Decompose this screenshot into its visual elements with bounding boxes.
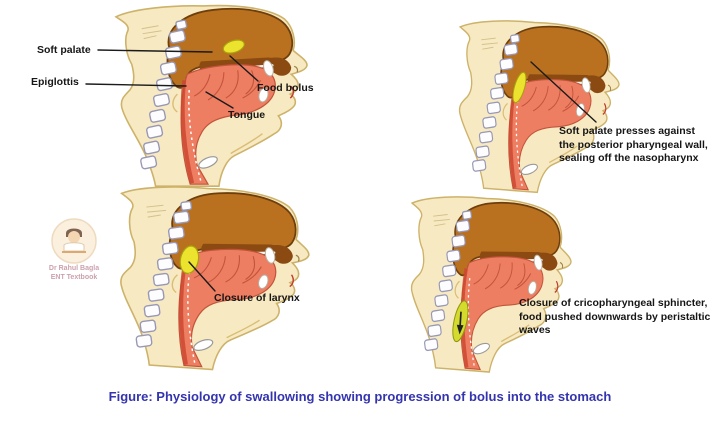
panel-stage3 bbox=[107, 180, 315, 378]
label-stage3-note: Closure of larynx bbox=[214, 292, 300, 304]
logo-face bbox=[68, 231, 80, 243]
panel-stage1 bbox=[113, 3, 310, 189]
label-stage2-note: Soft palate presses against the posterio… bbox=[559, 125, 708, 164]
peristalsis-arrow bbox=[459, 311, 462, 327]
panel-stage4 bbox=[400, 190, 577, 380]
food-bolus-leader bbox=[229, 55, 259, 82]
label-stage4-note: Closure of cricopharyngeal sphincter, fo… bbox=[519, 297, 711, 336]
peristalsis-arrowhead bbox=[456, 324, 464, 335]
epiglottis-leader bbox=[85, 83, 187, 87]
watermark-logo: Dr Rahul Bagla ENT Textbook bbox=[46, 218, 102, 282]
label-tongue: Tongue bbox=[228, 109, 266, 121]
panel-stage2 bbox=[448, 14, 625, 200]
logo-book bbox=[63, 242, 85, 252]
stage3-leader bbox=[188, 261, 216, 292]
food-bolus-stage1 bbox=[222, 39, 245, 54]
label-soft-palate: Soft palate bbox=[37, 44, 91, 56]
figure-caption: Figure: Physiology of swallowing showing… bbox=[108, 389, 612, 404]
watermark-logo-icon bbox=[51, 218, 97, 264]
watermark-line2: ENT Textbook bbox=[50, 274, 98, 281]
food-bolus-stage2 bbox=[512, 71, 527, 104]
label-epiglottis: Epiglottis bbox=[31, 76, 79, 88]
label-food-bolus: Food bolus bbox=[257, 82, 314, 94]
leader-lines bbox=[85, 49, 597, 292]
soft-palate-leader bbox=[97, 49, 213, 53]
tongue-leader bbox=[205, 91, 234, 109]
stage2-leader bbox=[530, 61, 597, 123]
watermark-line1: Dr Rahul Bagla bbox=[48, 265, 100, 272]
